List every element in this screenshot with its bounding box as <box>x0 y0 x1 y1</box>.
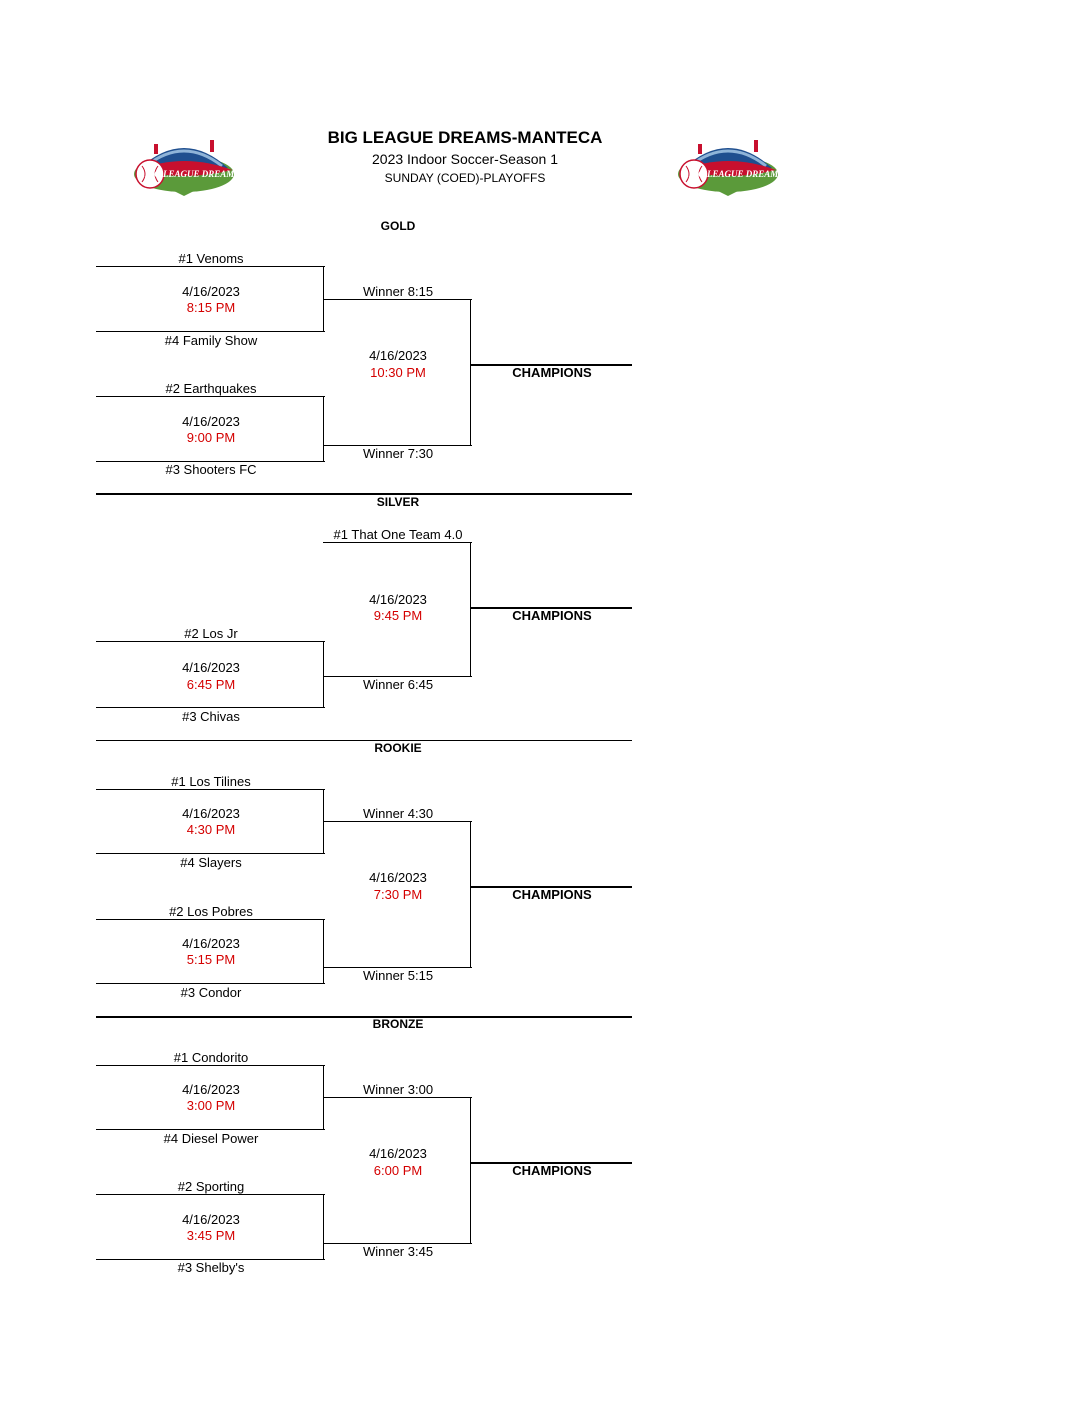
game-time: 3:45 PM <box>186 1228 236 1243</box>
bracket-connector <box>323 1194 324 1260</box>
game-date: 4/16/2023 <box>182 414 240 429</box>
bracket-line <box>96 1129 325 1130</box>
winner-label: Winner 7:30 <box>362 446 434 461</box>
bracket-line <box>96 707 325 708</box>
champions-line <box>470 1162 632 1164</box>
champions-line <box>470 886 632 888</box>
team-seed-1: #1 Venoms <box>178 251 244 266</box>
final-date: 4/16/2023 <box>369 870 427 885</box>
bracket-line <box>323 676 472 677</box>
bracket-connector <box>323 919 324 984</box>
bracket-line <box>96 919 325 920</box>
bracket-connector <box>470 821 471 968</box>
game-date: 4/16/2023 <box>182 1082 240 1097</box>
champions-label: CHAMPIONS <box>512 887 592 902</box>
team-seed-4: #4 Diesel Power <box>163 1131 259 1146</box>
bracket-line <box>323 967 472 968</box>
winner-label: Winner 5:15 <box>362 968 434 983</box>
final-time: 7:30 PM <box>373 887 423 902</box>
bracket-connector <box>470 1097 471 1244</box>
logo-text: BIG LEAGUE DREAMS <box>688 169 784 179</box>
bracket-connector <box>470 542 471 677</box>
game-time: 8:15 PM <box>186 300 236 315</box>
bracket-line <box>96 641 325 642</box>
winner-label: Winner 6:45 <box>362 677 434 692</box>
bracket-line <box>96 853 325 854</box>
team-seed-3: #3 Condor <box>180 985 242 1000</box>
bracket-line <box>96 1194 325 1195</box>
game-time: 4:30 PM <box>186 822 236 837</box>
section-divider <box>96 740 632 741</box>
page-subtitle: 2023 Indoor Soccer-Season 1 <box>371 151 559 167</box>
game-date: 4/16/2023 <box>182 1212 240 1227</box>
team-seed-2: #2 Los Jr <box>184 626 238 641</box>
team-seed-1: #1 Los Tilines <box>171 774 251 789</box>
champions-line <box>470 607 632 609</box>
bracket-title: GOLD <box>380 219 416 233</box>
team-seed-3: #3 Shelby's <box>177 1260 245 1275</box>
bracket-line <box>96 1259 325 1260</box>
big-league-dreams-logo-left: BIG LEAGUE DREAMS <box>134 140 240 196</box>
bracket-line <box>96 266 325 267</box>
game-date: 4/16/2023 <box>182 660 240 675</box>
bracket-line <box>323 1097 472 1098</box>
section-divider <box>96 493 632 495</box>
bracket-title: SILVER <box>376 495 420 509</box>
bracket-line <box>96 789 325 790</box>
bracket-line <box>323 445 472 446</box>
team-seed-1: #1 Condorito <box>173 1050 249 1065</box>
champions-label: CHAMPIONS <box>512 608 592 623</box>
bracket-connector <box>323 396 324 462</box>
game-date: 4/16/2023 <box>182 806 240 821</box>
winner-label: Winner 3:45 <box>362 1244 434 1259</box>
bracket-line <box>96 331 325 332</box>
bracket-line <box>96 1065 325 1066</box>
final-time: 6:00 PM <box>373 1163 423 1178</box>
bracket-line <box>96 461 325 462</box>
team-seed-3: #3 Shooters FC <box>165 462 257 477</box>
final-time: 9:45 PM <box>373 608 423 623</box>
bracket-title: ROOKIE <box>374 741 422 755</box>
team-seed-1: #1 That One Team 4.0 <box>333 527 463 542</box>
final-date: 4/16/2023 <box>369 592 427 607</box>
big-league-dreams-logo-right: BIG LEAGUE DREAMS <box>678 140 784 196</box>
game-time: 6:45 PM <box>186 677 236 692</box>
final-time: 10:30 PM <box>370 365 426 380</box>
team-seed-2: #2 Earthquakes <box>165 381 257 396</box>
bracket-line <box>96 983 325 984</box>
champions-label: CHAMPIONS <box>512 365 592 380</box>
final-date: 4/16/2023 <box>369 348 427 363</box>
winner-label: Winner 4:30 <box>362 806 434 821</box>
bracket-line <box>323 542 472 543</box>
bracket-connector <box>323 641 324 708</box>
bracket-line <box>323 299 472 300</box>
champions-line <box>470 364 632 366</box>
bracket-title: BRONZE <box>372 1017 424 1031</box>
champions-label: CHAMPIONS <box>512 1163 592 1178</box>
winner-label: Winner 3:00 <box>362 1082 434 1097</box>
logo-text: BIG LEAGUE DREAMS <box>144 169 240 179</box>
winner-label: Winner 8:15 <box>362 284 434 299</box>
bracket-line <box>323 1243 472 1244</box>
team-seed-4: #4 Slayers <box>180 855 242 870</box>
bracket-line <box>323 821 472 822</box>
team-seed-3: #3 Chivas <box>182 709 240 724</box>
team-seed-4: #4 Family Show <box>164 333 258 348</box>
game-date: 4/16/2023 <box>182 936 240 951</box>
final-date: 4/16/2023 <box>369 1146 427 1161</box>
game-time: 5:15 PM <box>186 952 236 967</box>
section-divider <box>96 1016 632 1018</box>
division-label: SUNDAY (COED)-PLAYOFFS <box>384 171 546 185</box>
bracket-connector <box>470 299 471 446</box>
game-date: 4/16/2023 <box>182 284 240 299</box>
bracket-line <box>96 396 325 397</box>
team-seed-2: #2 Los Pobres <box>169 904 253 919</box>
page-title: BIG LEAGUE DREAMS-MANTECA <box>327 128 603 147</box>
team-seed-2: #2 Sporting <box>177 1179 245 1194</box>
game-time: 9:00 PM <box>186 430 236 445</box>
game-time: 3:00 PM <box>186 1098 236 1113</box>
